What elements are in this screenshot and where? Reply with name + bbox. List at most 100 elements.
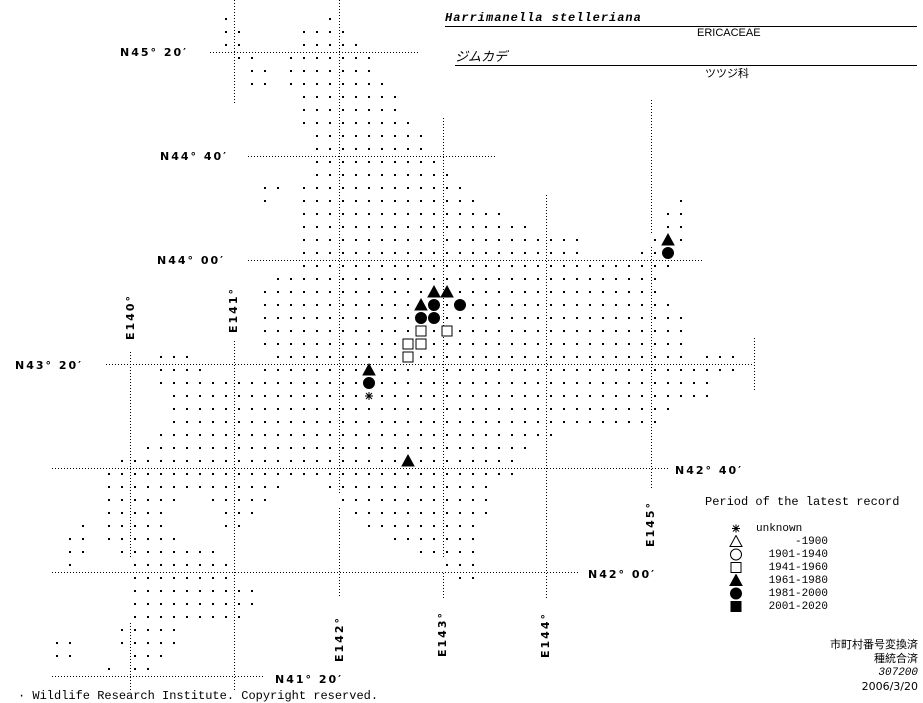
mesh-dot	[316, 421, 318, 423]
mesh-dot	[225, 616, 227, 618]
mesh-dot	[589, 369, 591, 371]
mesh-dot	[420, 486, 422, 488]
mesh-dot	[420, 226, 422, 228]
mesh-dot	[277, 395, 279, 397]
mesh-dot	[186, 408, 188, 410]
mesh-dot	[160, 382, 162, 384]
mesh-dot	[433, 213, 435, 215]
mesh-dot	[667, 317, 669, 319]
mesh-dot	[329, 252, 331, 254]
mesh-dot	[134, 512, 136, 514]
mesh-dot	[303, 70, 305, 72]
mesh-dot	[212, 551, 214, 553]
mesh-dot	[277, 356, 279, 358]
note-municipality-converted: 市町村番号変換済	[830, 638, 918, 651]
mesh-dot	[342, 486, 344, 488]
mesh-dot	[303, 408, 305, 410]
triangle-filled-icon	[728, 574, 744, 587]
mesh-dot	[225, 577, 227, 579]
mesh-dot	[186, 382, 188, 384]
mesh-dot	[446, 512, 448, 514]
mesh-dot	[420, 200, 422, 202]
mesh-dot	[342, 395, 344, 397]
mesh-dot	[329, 148, 331, 150]
square-open-icon	[402, 351, 414, 363]
mesh-dot	[316, 161, 318, 163]
mesh-dot	[329, 239, 331, 241]
mesh-dot	[251, 590, 253, 592]
mesh-dot	[251, 473, 253, 475]
mesh-dot	[407, 434, 409, 436]
mesh-dot	[550, 278, 552, 280]
mesh-dot	[225, 460, 227, 462]
record-marker	[428, 312, 440, 324]
mesh-dot	[82, 551, 84, 553]
mesh-dot	[446, 564, 448, 566]
mesh-dot	[420, 187, 422, 189]
legend-label: unknown	[756, 522, 803, 535]
mesh-dot	[446, 187, 448, 189]
note-code: 307200	[878, 667, 918, 679]
mesh-dot	[485, 434, 487, 436]
legend-label: 2001-2020	[768, 600, 828, 613]
mesh-dot	[264, 369, 266, 371]
mesh-dot	[472, 421, 474, 423]
mesh-dot	[316, 317, 318, 319]
mesh-dot	[628, 382, 630, 384]
mesh-dot	[394, 408, 396, 410]
mesh-dot	[290, 70, 292, 72]
mesh-dot	[381, 161, 383, 163]
mesh-dot	[212, 421, 214, 423]
mesh-dot	[576, 317, 578, 319]
mesh-dot	[134, 564, 136, 566]
mesh-dot	[368, 499, 370, 501]
mesh-dot	[303, 291, 305, 293]
legend-item: 2001-2020	[728, 600, 828, 613]
mesh-dot	[394, 460, 396, 462]
mesh-dot	[134, 551, 136, 553]
mesh-dot	[485, 304, 487, 306]
mesh-dot	[628, 265, 630, 267]
mesh-dot	[238, 395, 240, 397]
circle-filled-icon	[728, 587, 744, 600]
mesh-dot	[472, 252, 474, 254]
mesh-dot	[550, 343, 552, 345]
mesh-dot	[69, 655, 71, 657]
square-open-icon	[730, 562, 742, 573]
mesh-dot	[498, 213, 500, 215]
mesh-dot	[472, 226, 474, 228]
mesh-dot	[225, 486, 227, 488]
mesh-dot	[238, 590, 240, 592]
mesh-dot	[121, 551, 123, 553]
mesh-dot	[485, 369, 487, 371]
mesh-dot	[381, 382, 383, 384]
mesh-dot	[368, 525, 370, 527]
lon-label-e145: E145°	[644, 501, 657, 547]
mesh-dot	[303, 239, 305, 241]
mesh-dot	[433, 356, 435, 358]
mesh-dot	[303, 343, 305, 345]
mesh-dot	[381, 434, 383, 436]
mesh-dot	[134, 538, 136, 540]
mesh-dot	[446, 538, 448, 540]
mesh-dot	[355, 356, 357, 358]
mesh-dot	[316, 83, 318, 85]
mesh-dot	[342, 96, 344, 98]
mesh-dot	[264, 330, 266, 332]
asterisk-icon	[732, 524, 740, 533]
mesh-dot	[225, 18, 227, 20]
mesh-dot	[680, 330, 682, 332]
record-marker	[454, 299, 466, 311]
mesh-dot	[498, 356, 500, 358]
mesh-dot	[524, 278, 526, 280]
mesh-dot	[316, 135, 318, 137]
mesh-dot	[602, 304, 604, 306]
mesh-dot	[615, 265, 617, 267]
mesh-dot	[186, 434, 188, 436]
mesh-dot	[134, 577, 136, 579]
mesh-dot	[316, 187, 318, 189]
mesh-dot	[290, 83, 292, 85]
mesh-dot	[368, 486, 370, 488]
mesh-dot	[693, 395, 695, 397]
mesh-dot	[576, 265, 578, 267]
